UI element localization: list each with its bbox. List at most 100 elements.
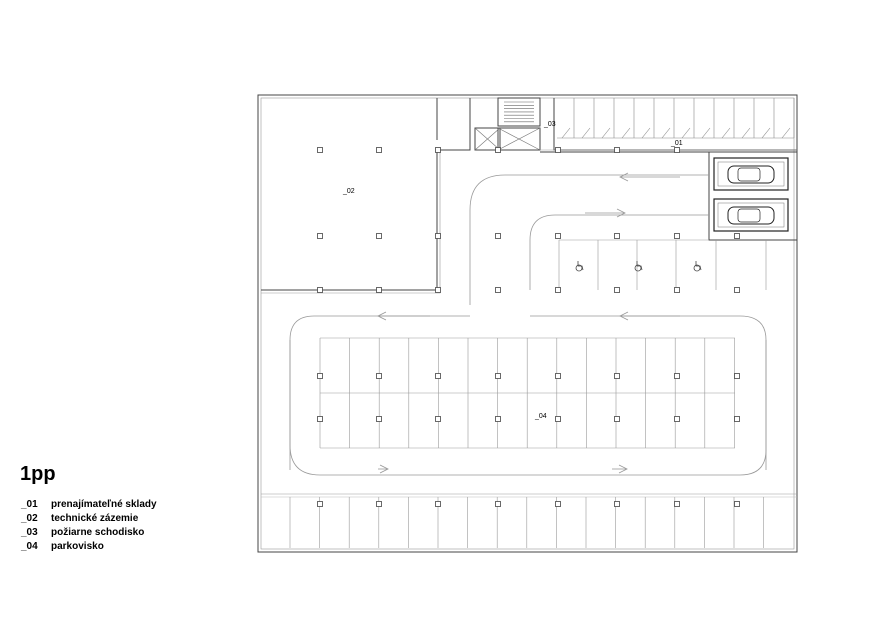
storage-door-swing [741,127,751,139]
column-icon [734,373,740,379]
column-icon [317,373,323,379]
car-bay [713,198,789,232]
column-icon [435,233,441,239]
column-icon [674,233,680,239]
column-icon [376,501,382,507]
column-icon [435,147,441,153]
room-label-01: _01 [670,140,683,147]
column-icon [376,416,382,422]
column-icon [495,287,501,293]
column-icon [674,287,680,293]
car-bays [713,157,789,232]
wheelchair-icon [575,261,584,272]
storage-door-swing [621,127,631,139]
arrowhead [377,311,387,321]
column-icon [614,373,620,379]
stair-core [497,97,541,127]
floor-title: 1pp [20,463,56,485]
wheelchair-frame [636,261,643,271]
arrowhead [618,464,628,474]
column-icon [495,147,501,153]
fire-stair-steps [504,101,534,123]
storage-door-swing [581,127,591,139]
column-icon [555,233,561,239]
storage-door-swing [561,127,571,139]
storage-door-swing [781,127,791,139]
column-icon [495,501,501,507]
car-roof [737,167,761,182]
column-icon [317,233,323,239]
column-icon [555,287,561,293]
column-icon [435,416,441,422]
accessible-stalls [575,261,702,272]
car-bay [713,157,789,191]
wheelchair-frame [577,261,584,271]
driving-arrows [377,172,680,474]
column-icon [317,501,323,507]
column-icon [376,373,382,379]
wheelchair-icon [634,261,643,272]
technical-room-wall [261,98,471,291]
car-icon [727,206,775,225]
wheel [693,264,701,272]
column-icon [555,416,561,422]
storage-door-swing [761,127,771,139]
car-roof [737,208,761,223]
arrowhead [619,172,629,182]
car-icon [727,165,775,184]
column-icon [614,416,620,422]
column-icon [317,147,323,153]
room-labels: _02 _03 _01 _04 [342,121,683,420]
wheelchair-icon [693,261,702,272]
column-icon [435,287,441,293]
outer-wall [257,94,798,553]
shaft-2 [497,127,541,151]
wheel [634,264,642,272]
column-icon [376,287,382,293]
storage-door-swing [601,127,611,139]
column-icon [555,373,561,379]
room-label-02: _02 [342,188,355,195]
column-icon [674,147,680,153]
arrowhead [379,464,389,474]
storage-partitions [557,98,795,139]
column-icon [614,501,620,507]
room-label-03: _03 [543,121,556,128]
column-icon [614,233,620,239]
column-icon [376,233,382,239]
storage-door-swing [701,127,711,139]
car-bay-inner [717,161,785,187]
wheelchair-frame [695,261,702,271]
column-icon [614,287,620,293]
column-icon [317,287,323,293]
column-icon [435,373,441,379]
storage-door-swing [681,127,691,139]
column-icon [674,416,680,422]
column-icon [614,147,620,153]
column-icon [674,501,680,507]
column-icon [734,233,740,239]
column-icon [495,233,501,239]
column-icon [674,373,680,379]
car-bay-inner [717,202,785,228]
column-icon [317,416,323,422]
storage-door-swing [661,127,671,139]
column-icon [495,373,501,379]
parking-stall-lines [289,239,767,548]
structural-columns [317,147,740,507]
arrowhead [619,311,629,321]
column-icon [734,416,740,422]
column-icon [734,287,740,293]
wheel [575,264,583,272]
room-label-04: _04 [534,413,547,420]
column-icon [495,416,501,422]
column-icon [435,501,441,507]
walls [257,94,798,553]
column-icon [555,147,561,153]
